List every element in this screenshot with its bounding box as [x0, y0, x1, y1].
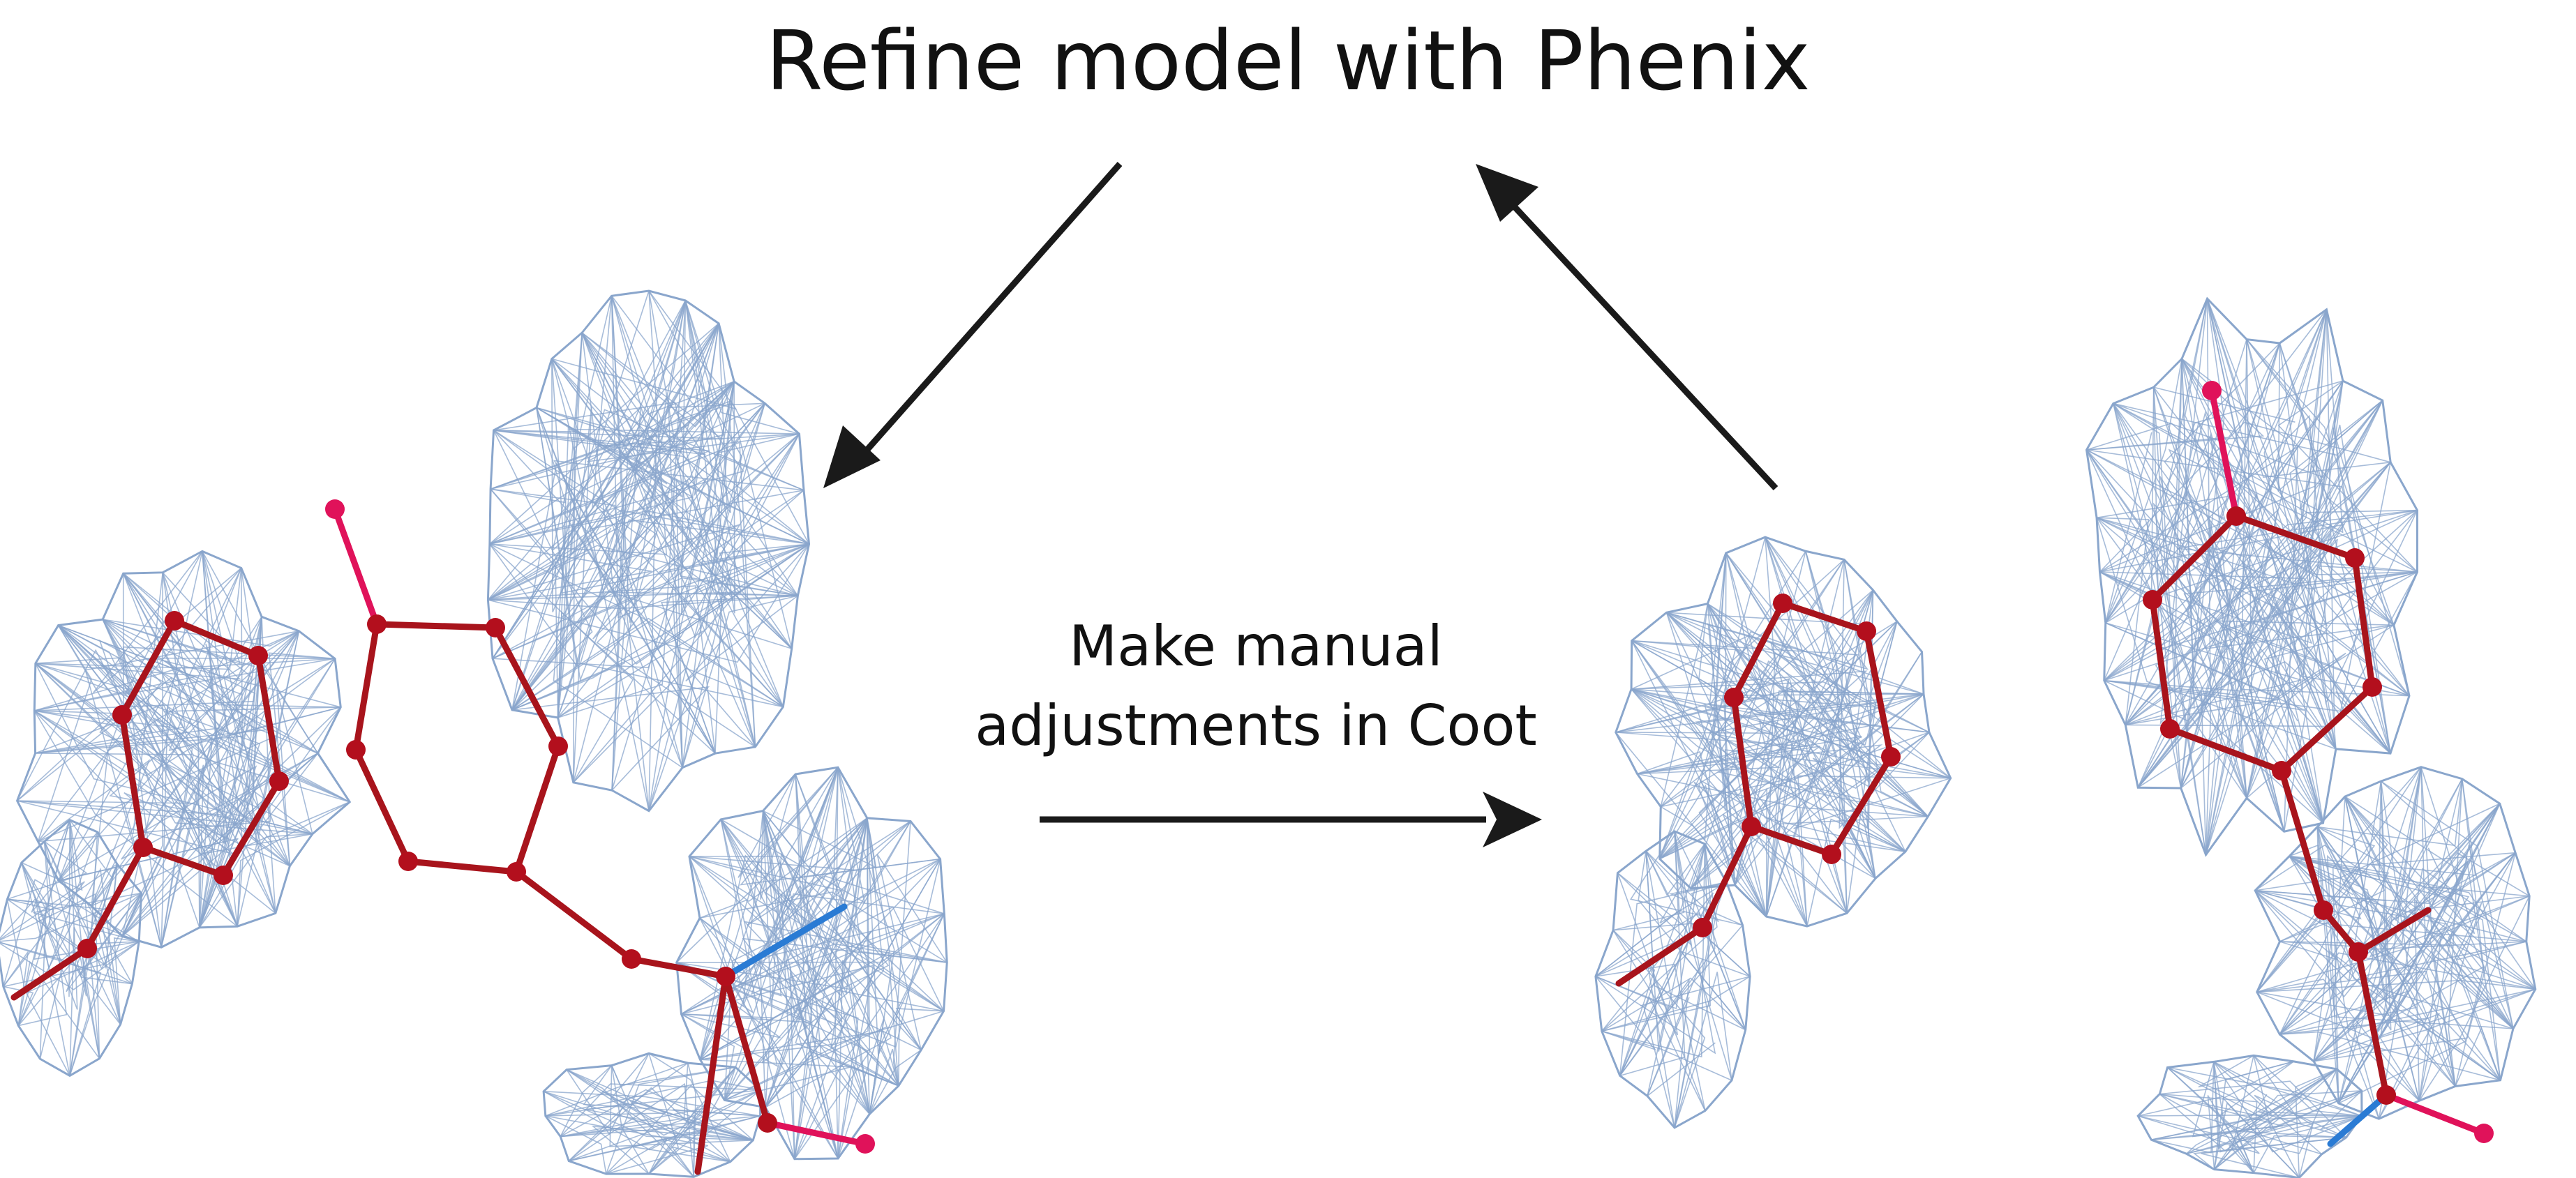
atomic-model-before — [10, 499, 875, 1175]
manual-adjustment-label-line1: Make manual — [1069, 614, 1443, 679]
arrow-right-to-refine — [1476, 164, 1779, 491]
manual-adjustment-label: Make manual adjustments in Coot — [942, 607, 1570, 766]
atomic-model-after — [1615, 381, 2494, 1147]
arrow-left-to-right — [1040, 792, 1542, 847]
density-mesh-after — [1594, 296, 2537, 1178]
density-mesh-before — [0, 289, 948, 1178]
cycle-title: Refine model with Phenix — [765, 13, 1811, 109]
arrow-refine-to-left — [823, 162, 1123, 488]
manual-adjustment-label-line2: adjustments in Coot — [975, 693, 1537, 758]
